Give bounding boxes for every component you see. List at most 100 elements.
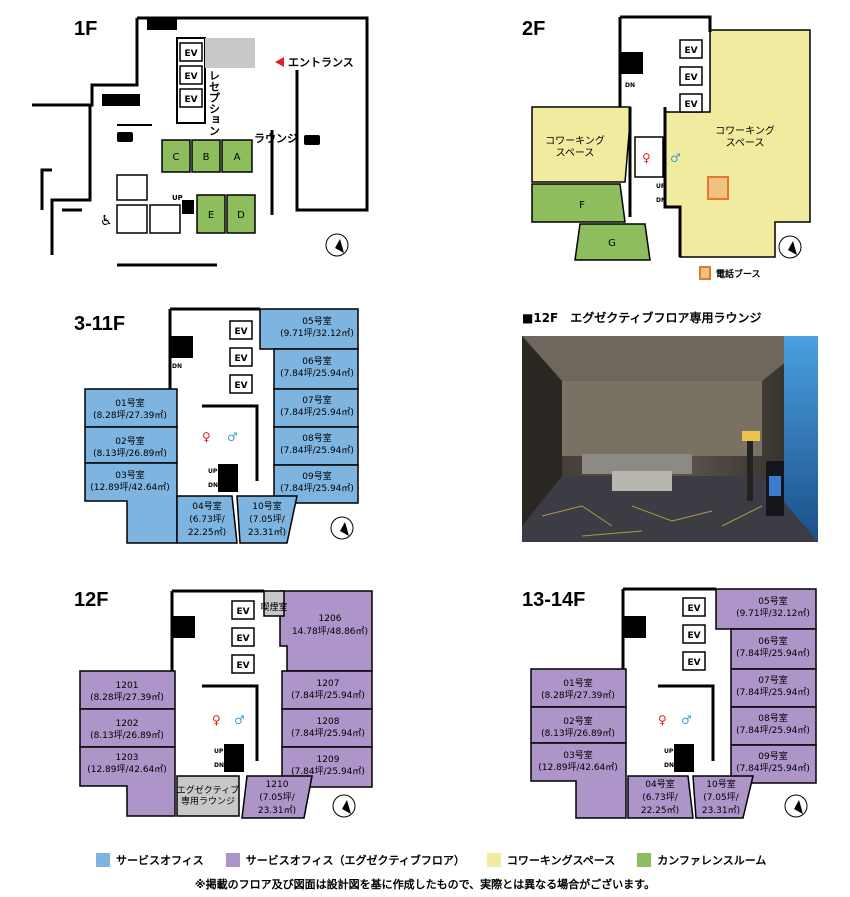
- female-restroom-icon: ♀: [658, 713, 667, 727]
- room-1209-size: (7.84坪/25.94㎡): [291, 766, 365, 777]
- room-1208-name: 1208: [317, 717, 340, 727]
- room-05-size: (9.71坪/32.12㎡): [280, 328, 354, 339]
- legend-swatch: [225, 853, 240, 867]
- room-07-size: (7.84坪/25.94㎡): [736, 687, 810, 698]
- ev-label: EV: [684, 46, 697, 56]
- room-06-name: 06号室: [758, 635, 787, 647]
- legend-item: サービスオフィス（エグゼクティブフロア）: [225, 852, 465, 868]
- room-g-label: G: [608, 238, 616, 249]
- floor-plan-13-14f: EV EV EV ♀ ♂ UP DN 05号室 (9.71坪/32.12㎡) 0…: [530, 587, 817, 819]
- floor-plan-2f: EV EV EV ♀ ♂ UP DN DN コワーキングスペース コワーキングス…: [531, 15, 811, 280]
- lounge-photo-title: ■12F エグゼクティブフロア専用ラウンジ: [522, 311, 762, 325]
- room-01-name: 01号室: [563, 677, 592, 689]
- room-10-size1: (7.05坪/: [703, 792, 740, 803]
- north-arrow-icon: [784, 794, 808, 818]
- male-restroom-icon: ♂: [681, 713, 692, 727]
- wheelchair-icon: ♿: [100, 213, 113, 229]
- ev-label: EV: [687, 631, 700, 641]
- ev-label: EV: [236, 634, 249, 644]
- dn-label: DN: [172, 363, 182, 370]
- room-04-size2: 22.25㎡): [188, 527, 226, 538]
- dn-label: DN: [656, 197, 666, 204]
- ev-label: EV: [687, 604, 700, 614]
- room-06-name: 06号室: [302, 355, 331, 367]
- room-07-name: 07号室: [302, 394, 331, 406]
- room-b-label: B: [203, 152, 210, 163]
- room-01-size: (8.28坪/27.39㎡): [541, 690, 615, 701]
- room-1210-name: 1210: [266, 780, 289, 790]
- room-05-name: 05号室: [302, 315, 331, 327]
- lounge-photo: [522, 336, 818, 542]
- room-09-name: 09号室: [758, 750, 787, 762]
- lounge-label: ラウンジ: [254, 132, 298, 145]
- legend-swatch: [96, 853, 110, 867]
- phone-booth-label: 電話ブース: [716, 268, 761, 280]
- room-05-size: (9.71坪/32.12㎡): [736, 608, 810, 619]
- coworking-left-line1: コワーキングスペース: [545, 134, 605, 159]
- female-restroom-icon: ♀: [202, 430, 211, 444]
- dn-label: DN: [214, 762, 224, 769]
- room-03-size: (12.89坪/42.64㎡): [90, 482, 170, 493]
- room-03-name: 03号室: [563, 749, 592, 761]
- room-04-size1: (6.73坪/: [189, 514, 226, 525]
- room-1202-name: 1202: [116, 719, 139, 729]
- ev-label: EV: [236, 661, 249, 671]
- floor-plan-3-11f: EV EV EV ♀ ♂ UP DN DN 05号室 (9.71坪/32.12㎡…: [84, 307, 359, 544]
- room-04-size1: (6.73坪/: [642, 792, 679, 803]
- room-1209-name: 1209: [317, 755, 340, 765]
- north-arrow-icon: [778, 235, 802, 259]
- ev-label: EV: [687, 658, 700, 668]
- male-restroom-icon: ♂: [227, 430, 238, 444]
- room-1207-size: (7.84坪/25.94㎡): [291, 690, 365, 701]
- room-10-size1: (7.05坪/: [249, 514, 286, 525]
- room-10-name: 10号室: [252, 500, 281, 512]
- room-08-name: 08号室: [302, 432, 331, 444]
- up-label: UP: [172, 194, 183, 202]
- legend-swatch: [486, 853, 501, 867]
- legend-swatch: [637, 853, 652, 867]
- room-09-size: (7.84坪/25.94㎡): [280, 483, 354, 494]
- room-1202-size: (8.13坪/26.89㎡): [90, 730, 164, 741]
- ev-label: EV: [234, 381, 247, 391]
- legend-label: コワーキングスペース: [506, 854, 616, 867]
- ev-label: EV: [184, 72, 197, 82]
- smoking-room-label: 喫煙室: [260, 601, 287, 613]
- room-01-name: 01号室: [115, 397, 144, 409]
- north-arrow-icon: [332, 794, 356, 818]
- room-1203-name: 1203: [116, 753, 139, 763]
- up-label: UP: [656, 183, 666, 190]
- room-1207-name: 1207: [317, 679, 340, 689]
- room-04-name: 04号室: [192, 500, 221, 512]
- room-03-name: 03号室: [115, 469, 144, 481]
- room-07-name: 07号室: [758, 674, 787, 686]
- room-1201-name: 1201: [116, 681, 139, 691]
- room-10-name: 10号室: [706, 778, 735, 790]
- dn-label: DN: [664, 762, 674, 769]
- room-a-label: A: [234, 152, 241, 163]
- female-restroom-icon: ♀: [212, 713, 221, 727]
- coworking-right-line1: コワーキングスペース: [715, 124, 775, 149]
- room-09-size: (7.84坪/25.94㎡): [736, 763, 810, 774]
- phone-booth-legend-icon: [699, 266, 711, 280]
- room-1203-size: (12.89坪/42.64㎡): [87, 764, 167, 775]
- up-label: UP: [214, 748, 224, 755]
- room-d-label: D: [237, 210, 245, 221]
- room-02-size: (8.13坪/26.89㎡): [541, 728, 615, 739]
- floor-title-13-14f: 13-14F: [522, 589, 586, 611]
- room-1208-size: (7.84坪/25.94㎡): [291, 728, 365, 739]
- room-10-size2: 23.31㎡): [248, 527, 286, 538]
- floor-title-12f: 12F: [74, 589, 109, 611]
- dn-label: DN: [625, 82, 635, 89]
- legend-item: コワーキングスペース: [486, 852, 616, 868]
- room-10-size2: 23.31㎡): [702, 805, 740, 816]
- room-1210-size2: 23.31㎡): [258, 805, 296, 816]
- room-1210-size1: (7.05坪/: [259, 792, 296, 803]
- room-09-name: 09号室: [302, 470, 331, 482]
- legend-label: サービスオフィス: [116, 854, 204, 867]
- room-01-size: (8.28坪/27.39㎡): [93, 410, 167, 421]
- floor-plan-12f: EV EV EV ♀ ♂ UP DN 喫煙室 1206 14.78坪/48.86…: [79, 589, 373, 819]
- room-e-label: E: [208, 210, 214, 221]
- room-f-label: F: [579, 200, 585, 211]
- ev-label: EV: [684, 73, 697, 83]
- floor-title-1f: 1F: [74, 18, 98, 40]
